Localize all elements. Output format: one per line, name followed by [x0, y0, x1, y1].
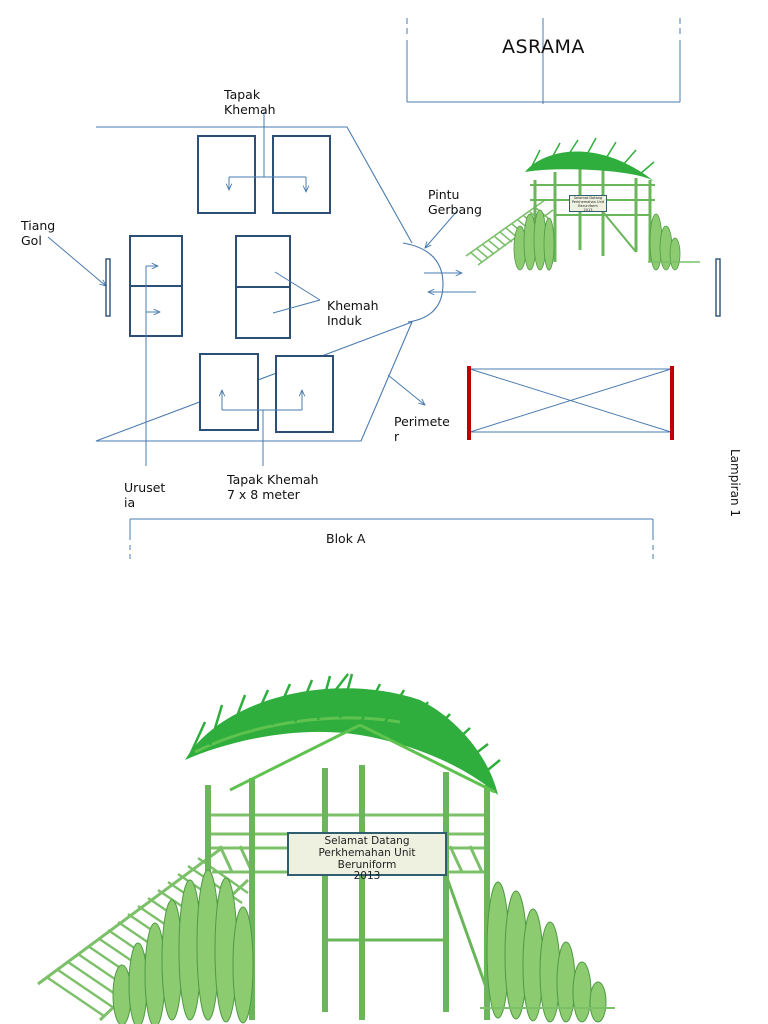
tent-top-left	[197, 135, 256, 214]
tent-bottom-left	[199, 353, 259, 431]
uruset-ia-label: Uruset ia	[124, 480, 166, 510]
tent-bottom-right	[275, 355, 334, 433]
tapak-khemah-top-label: Tapak Khemah	[224, 87, 276, 117]
gate-sign-small-line2: Perkhemahan Unit Beruniform	[571, 200, 605, 208]
perimeter-fence	[467, 366, 674, 440]
asrama-title: ASRAMA	[502, 36, 585, 58]
gate-sign-small: Selamat Datang Perkhemahan Unit Berunifo…	[569, 195, 607, 212]
tent-top-right	[272, 135, 331, 214]
gate-sign-large: Selamat Datang Perkhemahan Unit Berunifo…	[287, 832, 447, 882]
gate-illustration-small	[465, 137, 700, 271]
gate-sign-small-line3: 2013	[583, 208, 593, 212]
gate-arc	[402, 242, 444, 323]
blok-a-bracket	[129, 518, 654, 560]
tiang-gol-label: Tiang Gol	[21, 218, 56, 248]
goal-post-left	[105, 258, 111, 317]
gate-sign-line3: Beruniform	[337, 859, 397, 871]
gate-sign-line4: 2013	[353, 870, 381, 882]
blok-a-label: Blok A	[326, 531, 366, 546]
pointer-lines	[47, 112, 476, 466]
gate-sign-line1: Selamat Datang	[324, 835, 410, 847]
lampiran-label: Lampiran 1	[728, 449, 742, 518]
perimeter-label: Perimete r	[394, 414, 450, 444]
tent-group	[129, 135, 334, 433]
pintu-gerbang-label: Pintu Gerbang	[428, 187, 482, 217]
goal-post-right	[715, 258, 721, 317]
gate-sign-line2: Perkhemahan Unit	[318, 847, 416, 859]
tapak-khemah-bottom-label: Tapak Khemah 7 x 8 meter	[227, 472, 319, 502]
asrama-bracket	[406, 18, 681, 104]
khemah-induk-label: Khemah Induk	[327, 298, 379, 328]
gate-illustration-large	[37, 673, 615, 1024]
gate-sign-small-line1: Selamat Datang	[573, 196, 603, 200]
